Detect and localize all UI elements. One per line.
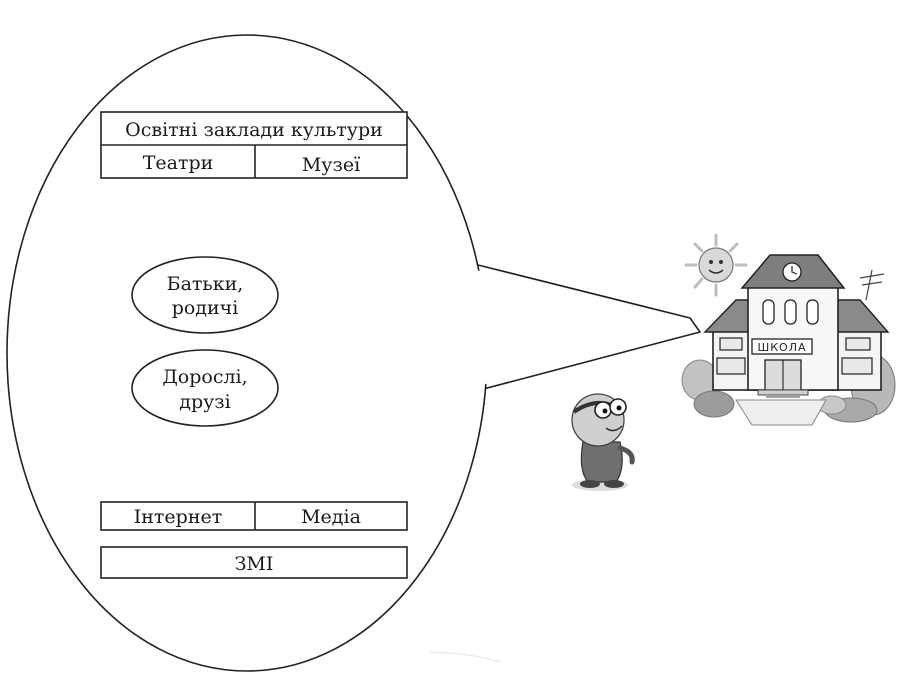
school-sign-text: ШКОЛА — [757, 341, 806, 354]
child-character-icon — [571, 393, 635, 491]
zmi-label: ЗМІ — [235, 553, 274, 575]
internet-label: Інтернет — [134, 506, 223, 528]
adults-line2: друзі — [179, 391, 230, 413]
media-label: Медіа — [301, 506, 361, 528]
antenna-icon — [859, 269, 885, 301]
school-sign — [751, 338, 813, 355]
adults-line1: Дорослі, — [162, 366, 247, 388]
parents-oval-shape — [131, 256, 279, 334]
institutions-header: Освітні заклади культури — [125, 119, 383, 141]
tower-windows — [762, 299, 819, 325]
adults-oval-shape — [131, 349, 279, 427]
parents-oval: Батьки, родичі — [131, 256, 279, 334]
school-illustration: ШКОЛА — [681, 233, 896, 426]
school-path — [735, 399, 827, 426]
sun-icon — [684, 233, 748, 297]
media-table: Інтернет Медіа ЗМІ — [100, 501, 408, 579]
media-row-border — [100, 501, 408, 531]
faint-stroke — [429, 651, 501, 663]
bubble-tail-fill — [470, 270, 692, 388]
theatres-label: Театри — [143, 152, 214, 174]
adults-oval: Дорослі, друзі — [131, 349, 279, 427]
zmi-border — [100, 546, 408, 579]
side-windows — [716, 337, 873, 375]
right-roof — [831, 299, 890, 333]
parents-line2: родичі — [172, 297, 239, 319]
institutions-table: Освітні заклади культури Театри Музеї — [100, 111, 408, 179]
museums-label: Музеї — [302, 154, 360, 176]
school-steps — [757, 389, 809, 396]
parents-line1: Батьки, — [167, 273, 244, 295]
